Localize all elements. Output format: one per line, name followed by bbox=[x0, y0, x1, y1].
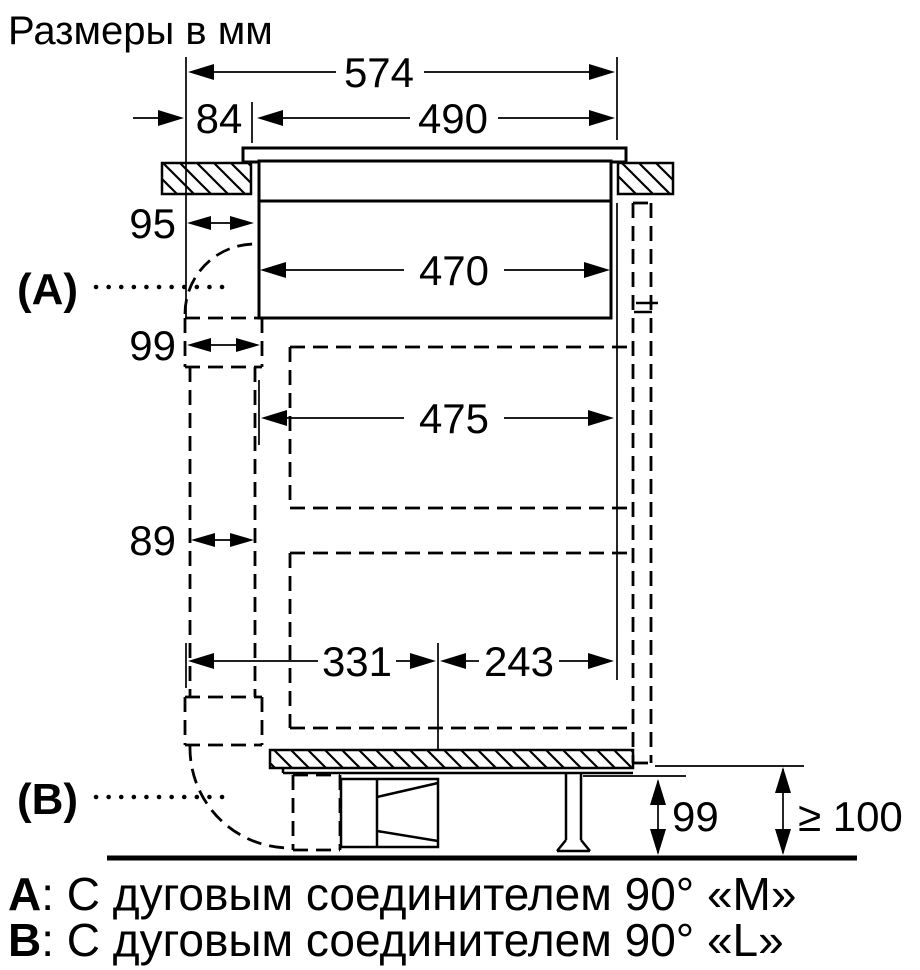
dim-89-label: 89 bbox=[129, 517, 176, 564]
hob-unit bbox=[241, 146, 628, 320]
dimension-99-left: 99 bbox=[129, 322, 260, 369]
label-b-text: (B) bbox=[17, 775, 78, 824]
dimension-490: 490 bbox=[257, 95, 615, 142]
legend-a-text: : С дуговым соединителем 90° «M» bbox=[41, 868, 796, 920]
base-slab bbox=[268, 748, 635, 770]
blower-housing bbox=[339, 777, 440, 849]
legend-b-text: : С дуговым соединителем 90° «L» bbox=[41, 914, 784, 966]
duct-elbow-a bbox=[183, 242, 264, 697]
dim-243-label: 243 bbox=[484, 638, 554, 685]
dimension-89: 89 bbox=[129, 517, 254, 564]
arc-connector-a bbox=[183, 242, 256, 315]
diagram-title: Размеры в мм bbox=[8, 9, 273, 53]
blower-unit bbox=[291, 773, 440, 852]
dim-84-label: 84 bbox=[196, 95, 243, 142]
dimension-470: 470 bbox=[260, 247, 610, 294]
dimension-84: 84 bbox=[133, 95, 242, 142]
legend-a-key: A bbox=[8, 868, 41, 920]
label-a: (A) bbox=[17, 265, 237, 314]
dimension-331: 331 bbox=[188, 638, 436, 685]
cabinet-base bbox=[268, 748, 635, 775]
dimension-95: 95 bbox=[129, 200, 254, 247]
arc-connector-b bbox=[188, 745, 291, 850]
label-a-text: (A) bbox=[17, 265, 78, 314]
dim-574-label: 574 bbox=[344, 49, 414, 96]
dim-min-100-label: ≥ 100 bbox=[798, 793, 903, 840]
dimension-243: 243 bbox=[440, 638, 614, 685]
worktop-cutout bbox=[160, 161, 675, 196]
cabinet-cavities bbox=[288, 345, 633, 730]
dim-99-bottom-label: 99 bbox=[672, 793, 719, 840]
legend-b-key: B bbox=[8, 914, 41, 966]
dimension-min-100: ≥ 100 bbox=[775, 767, 903, 855]
extension-lines bbox=[185, 57, 804, 777]
legend-line-b: B: С дуговым соединителем 90° «L» bbox=[8, 914, 784, 966]
dimension-475: 475 bbox=[261, 395, 614, 442]
adjustable-foot bbox=[556, 773, 591, 853]
dim-331-label: 331 bbox=[322, 638, 392, 685]
worktop-left-block bbox=[160, 161, 253, 196]
dimension-99-bottom: 99 bbox=[650, 779, 719, 855]
dim-475-label: 475 bbox=[419, 395, 489, 442]
worktop-right-block bbox=[616, 161, 675, 196]
dimension-574: 574 bbox=[188, 49, 615, 96]
legend: A: С дуговым соединителем 90° «M» B: С д… bbox=[8, 868, 796, 966]
label-b: (B) bbox=[17, 775, 237, 824]
duct-elbow-b bbox=[183, 695, 291, 850]
dim-95-label: 95 bbox=[129, 200, 176, 247]
rear-duct-channel bbox=[631, 201, 658, 765]
dim-99-left-label: 99 bbox=[129, 322, 176, 369]
hob-body bbox=[257, 159, 613, 320]
dim-490-label: 490 bbox=[418, 95, 488, 142]
dim-470-label: 470 bbox=[419, 247, 489, 294]
legend-line-a: A: С дуговым соединителем 90° «M» bbox=[8, 868, 796, 920]
